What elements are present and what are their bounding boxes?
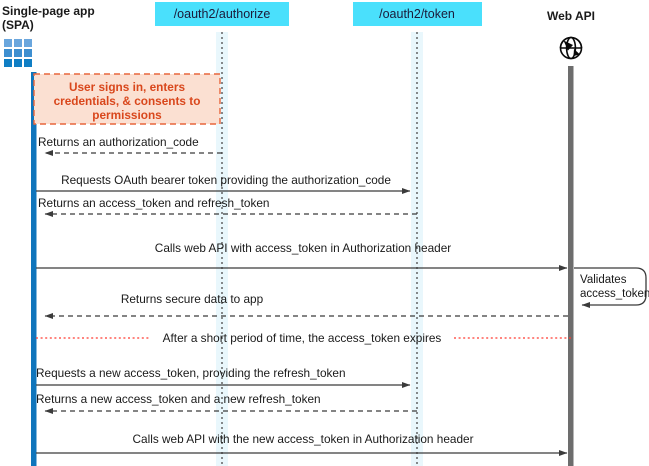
- actor-header-authorize[interactable]: /oauth2/authorize: [155, 2, 289, 26]
- note-line-2: credentials, & consents to: [54, 94, 201, 108]
- lifeline-spa: [31, 72, 37, 466]
- message-label-m4: Calls web API with access_token in Autho…: [155, 241, 451, 255]
- message-label-m1: Returns an authorization_code: [38, 135, 199, 149]
- app-grid-icon: [4, 39, 32, 67]
- lifeline-token: [411, 32, 423, 466]
- message-returns-access-and-refresh-token: Returns an access_token and refresh_toke…: [38, 196, 417, 218]
- actor-spa[interactable]: Single-page app (SPA): [2, 4, 95, 67]
- actor-label-token: /oauth2/token: [379, 7, 455, 21]
- message-requests-oauth-bearer-token: Requests OAuth bearer token providing th…: [36, 173, 411, 194]
- actor-label-authorize: /oauth2/authorize: [174, 7, 271, 21]
- message-returns-new-tokens: Returns a new access_token and a new ref…: [36, 392, 417, 415]
- message-label-m2: Requests OAuth bearer token providing th…: [61, 173, 391, 187]
- actor-label-webapi: Web API: [547, 9, 595, 23]
- message-calls-web-api-new-token: Calls web API with the new access_token …: [36, 432, 568, 456]
- message-label-m7: Returns a new access_token and a new ref…: [36, 392, 321, 406]
- message-label-m5: Returns secure data to app: [121, 292, 264, 306]
- message-label-m6: Requests a new access_token, providing t…: [36, 366, 346, 380]
- globe-icon: [559, 36, 583, 60]
- message-requests-new-access-token: Requests a new access_token, providing t…: [36, 366, 411, 388]
- message-label-m3: Returns an access_token and refresh_toke…: [38, 196, 270, 210]
- actor-label-spa-line2: (SPA): [2, 18, 34, 32]
- self-message-arrow: [574, 267, 647, 309]
- self-message-line-2: access_token: [580, 288, 649, 300]
- self-message-validates-access-token: Validates access_token: [574, 267, 649, 309]
- actor-header-token[interactable]: /oauth2/token: [353, 2, 482, 26]
- divider-token-expires: After a short period of time, the access…: [36, 331, 573, 345]
- self-message-line-1: Validates: [580, 274, 627, 286]
- note-line-3: permissions: [92, 108, 162, 122]
- divider-label: After a short period of time, the access…: [163, 331, 442, 345]
- actor-header-box-authorize: [155, 2, 289, 26]
- message-label-m8: Calls web API with the new access_token …: [133, 432, 474, 446]
- note-line-1: User signs in, enters: [69, 80, 185, 94]
- note-box: [33, 73, 221, 125]
- message-returns-secure-data: Returns secure data to app: [44, 292, 568, 320]
- lifeline-webapi: [568, 66, 574, 466]
- lifeline-authorize: [216, 32, 228, 466]
- message-calls-web-api: Calls web API with access_token in Autho…: [36, 241, 568, 271]
- note-user-signin: User signs in, enters credentials, & con…: [33, 73, 221, 125]
- actor-webapi[interactable]: Web API: [547, 9, 595, 60]
- message-returns-authorization-code: Returns an authorization_code: [38, 135, 222, 157]
- actor-label-spa-line1: Single-page app: [2, 4, 95, 18]
- actor-header-box-token: [353, 2, 482, 26]
